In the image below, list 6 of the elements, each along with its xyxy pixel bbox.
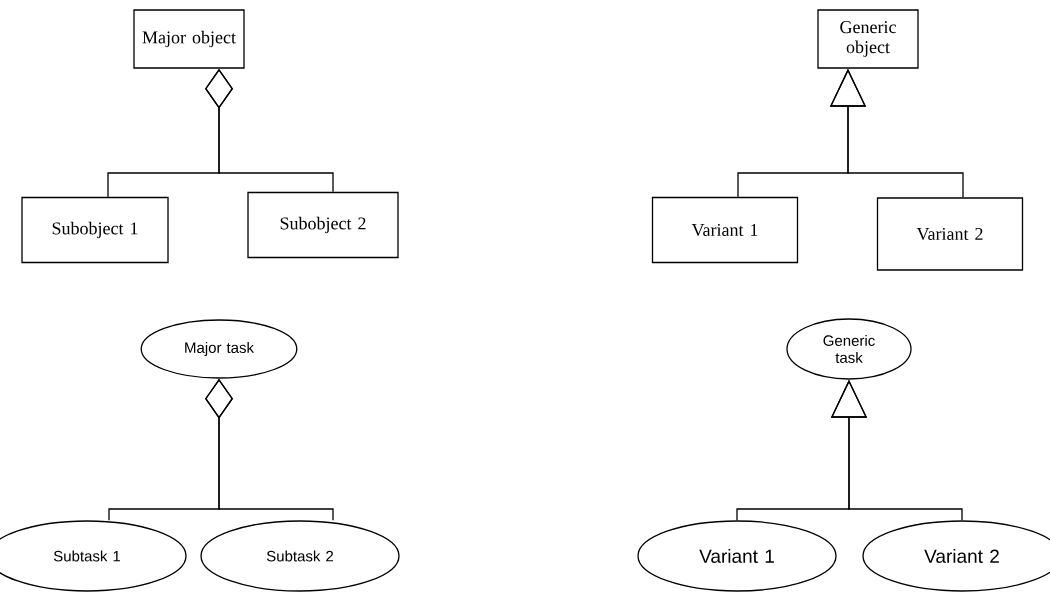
object-box: Variant 2 (876, 197, 1024, 271)
object-box: Subobject 2 (247, 191, 399, 259)
object-box: Major object (133, 9, 245, 69)
object-box: Generic object (817, 9, 919, 69)
object-box: Subobject 1 (21, 196, 169, 264)
object-box: Variant 1 (651, 196, 799, 264)
